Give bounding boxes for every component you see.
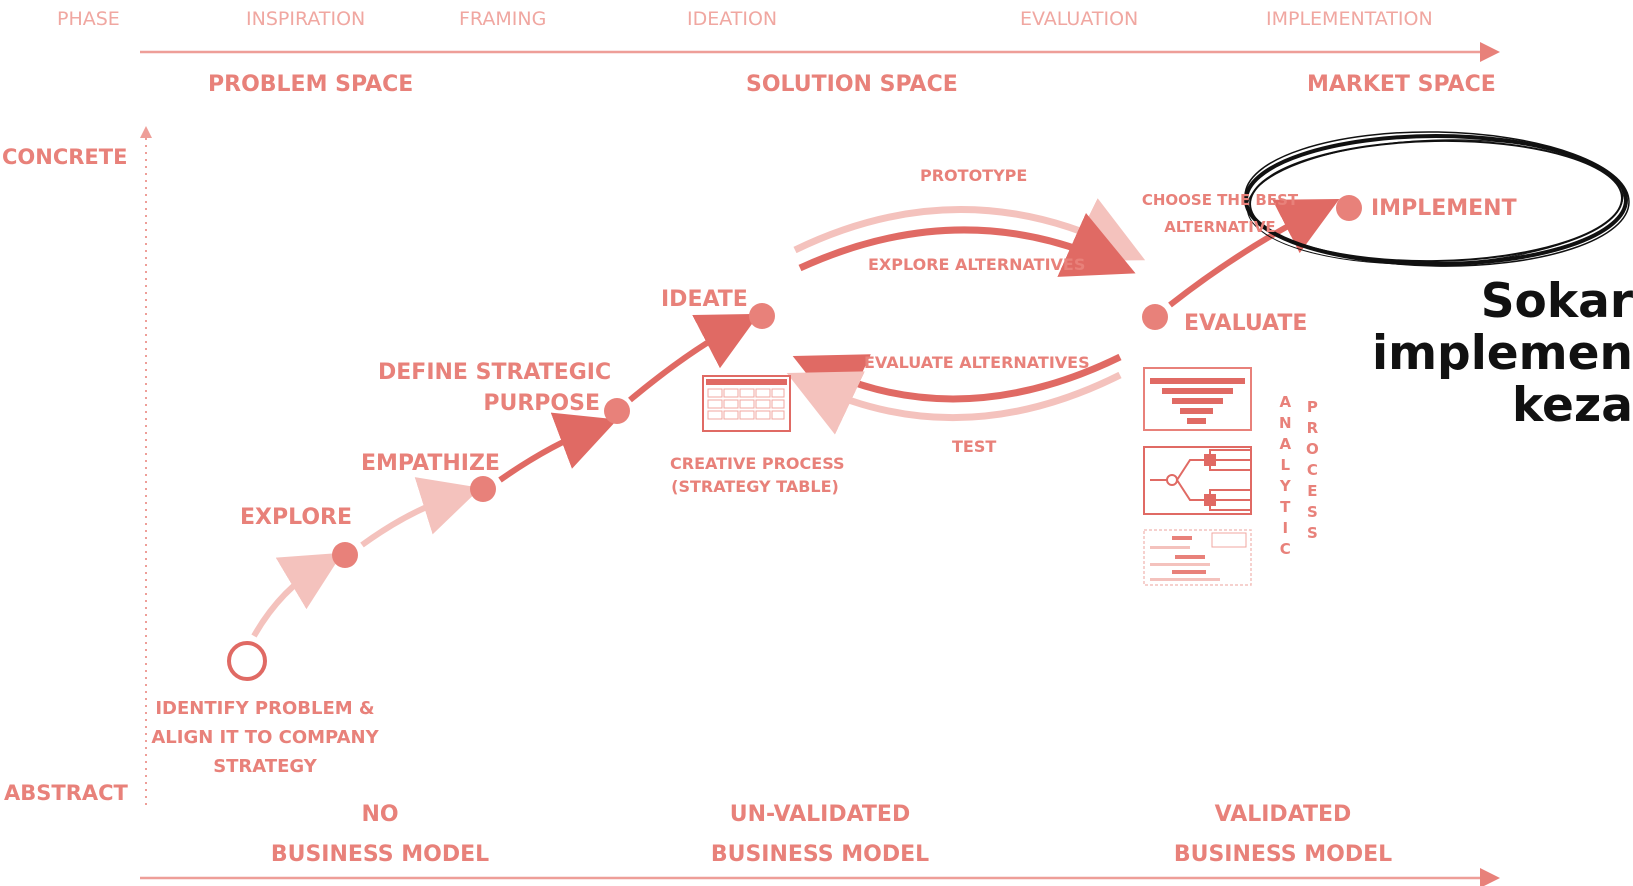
phase-inspiration: INSPIRATION xyxy=(246,8,366,30)
node-identify-problem xyxy=(227,641,267,681)
no-business-model-label: NO BUSINESS MODEL xyxy=(270,795,490,875)
test-label: TEST xyxy=(952,437,997,456)
arrow-evaluate-to-implement xyxy=(1168,199,1340,308)
process-letter: S xyxy=(1306,524,1318,542)
define-strategic-purpose-label: DEFINE STRATEGIC PURPOSE xyxy=(378,357,612,419)
evaluate-label: EVALUATE xyxy=(1184,311,1308,336)
prototype-label: PROTOTYPE xyxy=(920,166,1028,185)
process-letter: R xyxy=(1306,419,1319,437)
arc-explore-alternatives xyxy=(798,212,1136,277)
process-letter: C xyxy=(1306,461,1318,479)
process-letter: P xyxy=(1306,398,1318,416)
implement-label: IMPLEMENT xyxy=(1371,196,1517,221)
choose-best-line-2: ALTERNATIVE xyxy=(1164,218,1276,236)
creative-process-line-1: CREATIVE PROCESS xyxy=(670,454,845,473)
analytic-letter: N xyxy=(1279,414,1292,432)
analytic-letter: T xyxy=(1280,498,1291,516)
arrow-explore-to-empathize xyxy=(360,477,481,548)
phase-ideation: IDEATION xyxy=(687,8,778,30)
arrow-empathize-to-define xyxy=(498,412,618,483)
empathize-label: EMPATHIZE xyxy=(361,451,500,476)
gantt-chart-thumbnail xyxy=(1143,529,1252,586)
phase-evaluation: EVALUATION xyxy=(1020,8,1139,30)
market-space-label: MARKET SPACE xyxy=(1307,72,1496,97)
overlay-note: Sokar implemen keza xyxy=(1372,276,1633,432)
analytic-vertical-label: A N A L Y T I C xyxy=(1279,392,1292,560)
analytic-letter: A xyxy=(1279,393,1292,411)
abstraction-axis-arrowhead xyxy=(140,126,152,138)
arrow-define-to-ideate xyxy=(628,313,760,403)
node-empathize xyxy=(470,476,496,502)
phase-label: PHASE xyxy=(57,8,120,30)
choose-best-line-1: CHOOSE THE BEST xyxy=(1141,191,1299,209)
process-letter: O xyxy=(1306,440,1319,458)
choose-best-alternative-label: CHOOSE THE BEST ALTERNATIVE xyxy=(1135,187,1305,241)
identify-line-2: ALIGN IT TO COMPANY xyxy=(151,727,379,748)
analytic-letter: L xyxy=(1280,456,1291,474)
phase-implementation: IMPLEMENTATION xyxy=(1266,8,1433,30)
explore-alternatives-label: EXPLORE ALTERNATIVES xyxy=(868,255,1086,274)
analytic-letter: C xyxy=(1279,540,1291,558)
node-implement xyxy=(1336,195,1362,221)
process-letter: E xyxy=(1307,482,1318,500)
problem-space-label: PROBLEM SPACE xyxy=(208,72,414,97)
analytic-letter: Y xyxy=(1279,477,1291,495)
validated-business-model-label: VALIDATED BUSINESS MODEL xyxy=(1173,795,1393,875)
note-line-2: implemen xyxy=(1371,326,1633,381)
creative-process-line-2: (STRATEGY TABLE) xyxy=(671,477,839,496)
node-define xyxy=(604,398,630,424)
strategy-table-thumbnail xyxy=(702,375,791,432)
define-line-2: PURPOSE xyxy=(483,391,600,416)
unvalidated-bm-line-1: UN-VALIDATED xyxy=(729,802,911,827)
funnel-chart-thumbnail xyxy=(1143,367,1252,431)
validated-bm-line-2: BUSINESS MODEL xyxy=(1173,842,1393,867)
no-bm-line-2: BUSINESS MODEL xyxy=(270,842,490,867)
node-evaluate xyxy=(1142,304,1168,330)
identify-line-1: IDENTIFY PROBLEM & xyxy=(155,698,375,719)
explore-label: EXPLORE xyxy=(240,505,353,530)
process-letter: S xyxy=(1306,503,1318,521)
decision-tree-thumbnail xyxy=(1143,446,1252,515)
node-explore xyxy=(332,542,358,568)
phase-framing: FRAMING xyxy=(459,8,547,30)
define-line-1: DEFINE STRATEGIC xyxy=(378,360,612,385)
analytic-letter: A xyxy=(1279,435,1292,453)
identify-line-3: STRATEGY xyxy=(213,756,317,777)
analytic-letter: I xyxy=(1282,519,1289,537)
axis-abstract-label: ABSTRACT xyxy=(4,781,128,805)
process-vertical-label: P R O C E S S xyxy=(1306,397,1319,544)
ideate-label: IDEATE xyxy=(661,287,748,312)
hand-drawn-highlight-ellipse xyxy=(1244,131,1630,267)
validated-bm-line-1: VALIDATED xyxy=(1214,802,1352,827)
note-line-1: Sokar xyxy=(1480,274,1633,329)
identify-problem-label: IDENTIFY PROBLEM & ALIGN IT TO COMPANY S… xyxy=(150,694,380,781)
axis-concrete-label: CONCRETE xyxy=(2,145,128,169)
solution-space-label: SOLUTION SPACE xyxy=(746,72,958,97)
unvalidated-bm-line-2: BUSINESS MODEL xyxy=(710,842,930,867)
note-line-3: keza xyxy=(1512,378,1633,433)
no-bm-line-1: NO xyxy=(361,802,399,827)
creative-process-caption: CREATIVE PROCESS (STRATEGY TABLE) xyxy=(670,452,845,498)
arc-test xyxy=(786,371,1122,435)
node-ideate xyxy=(749,303,775,329)
unvalidated-business-model-label: UN-VALIDATED BUSINESS MODEL xyxy=(710,795,930,875)
evaluate-alternatives-label: EVALUATE ALTERNATIVES xyxy=(864,353,1090,372)
arrow-identify-to-explore xyxy=(251,552,343,638)
